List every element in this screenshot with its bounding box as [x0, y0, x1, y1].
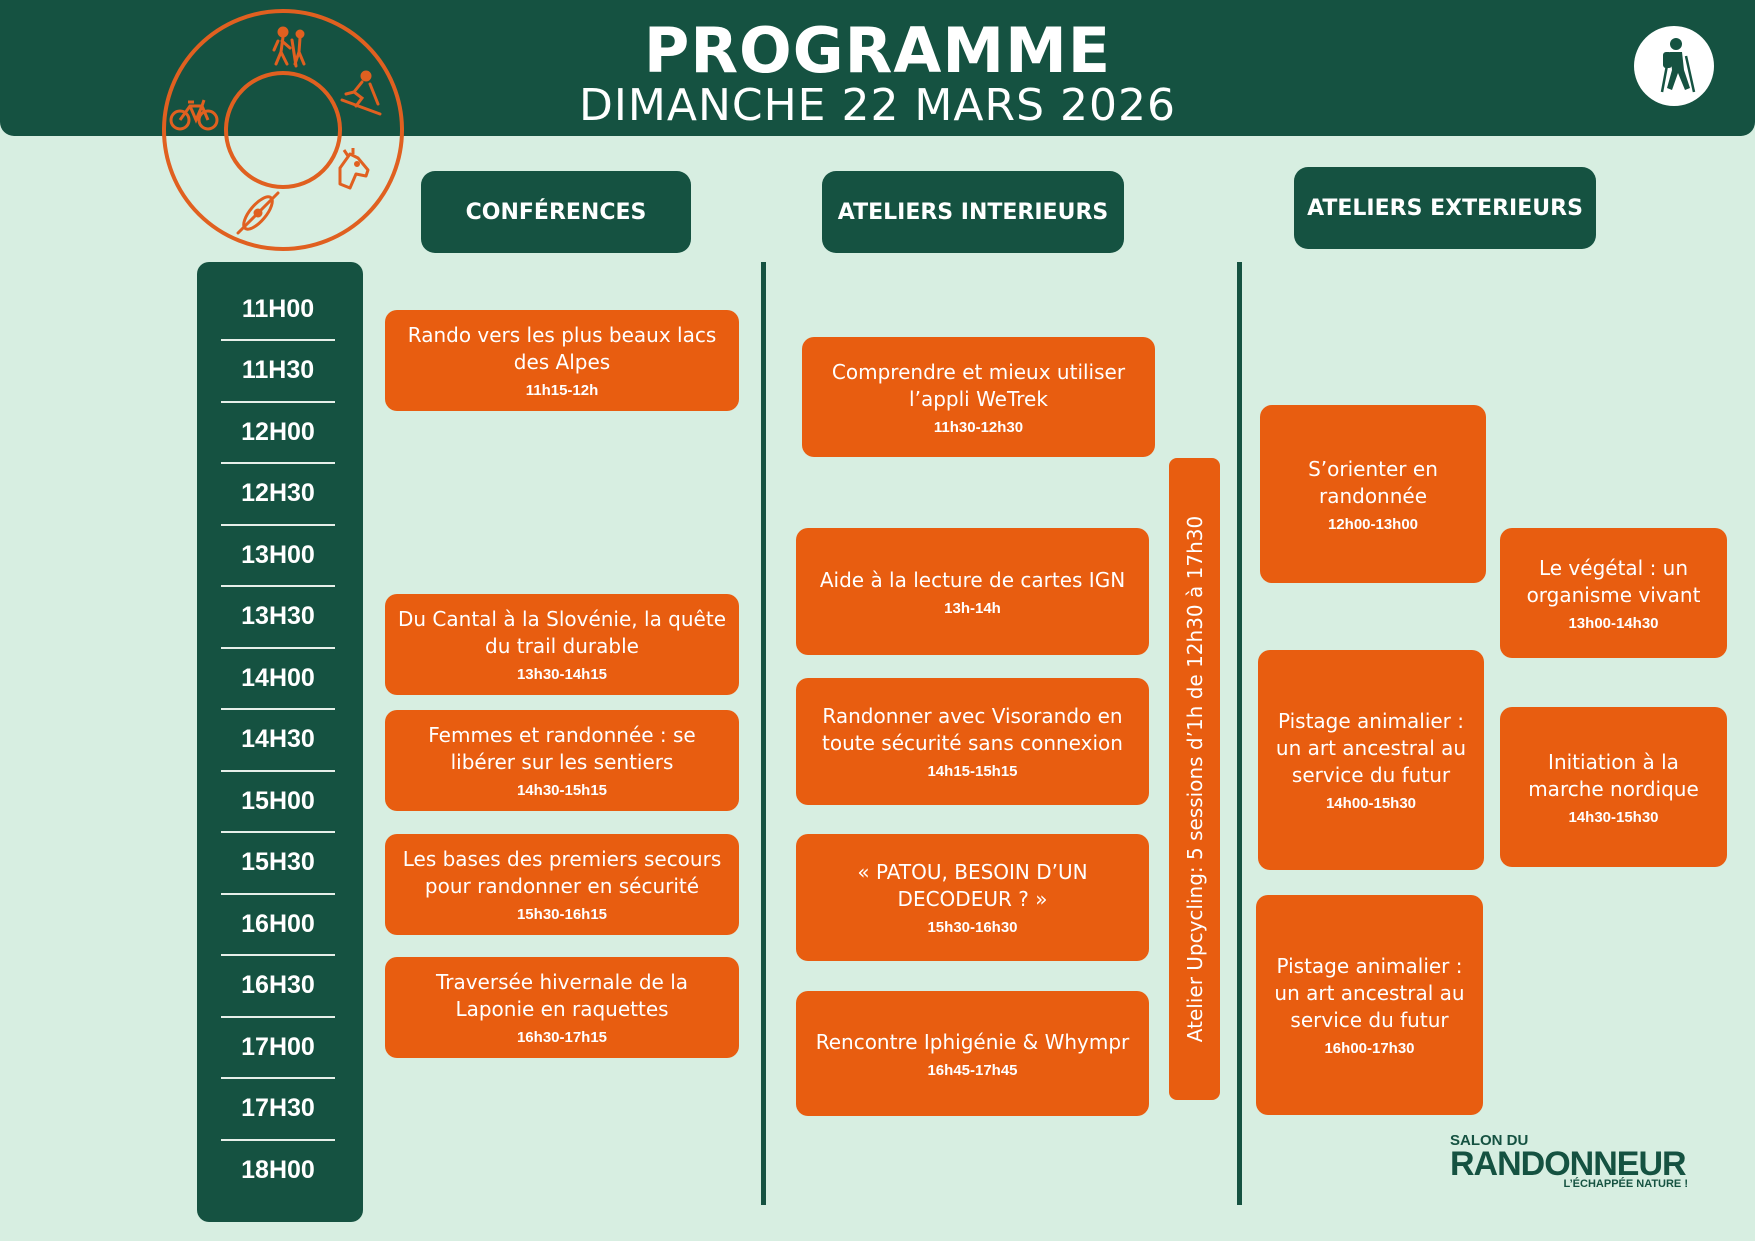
event-title: Aide à la lecture de cartes IGN [819, 567, 1126, 592]
skier-icon [340, 70, 382, 116]
event-title: Le végétal : un organisme vivant [1526, 555, 1701, 607]
event-time: 16h00-17h30 [1324, 1040, 1415, 1057]
time-slot: 15H00 [241, 787, 315, 815]
time-slot: 16H00 [241, 910, 315, 938]
time-separator [221, 708, 335, 710]
time-separator [221, 585, 335, 587]
page-subtitle: DIMANCHE 22 MARS 2026 [579, 80, 1176, 131]
event-title: Rando vers les plus beaux lacs des Alpes [407, 323, 717, 374]
event-title: Comprendre et mieux utiliser l’appli WeT… [831, 359, 1126, 411]
time-slot: 16H30 [241, 971, 315, 999]
event-title: Du Cantal à la Slovénie, la quête du tra… [398, 607, 726, 658]
event-time: 15h30-16h30 [927, 919, 1018, 936]
event-time: 12h00-13h00 [1327, 515, 1419, 533]
interior-workshops-header: ATELIERS INTERIEURS [822, 171, 1124, 253]
event-title: Les bases des premiers secours pour rand… [402, 847, 722, 898]
time-separator [221, 831, 335, 833]
event-time: 13h00-14h30 [1568, 614, 1659, 632]
time-slot: 17H30 [241, 1094, 315, 1122]
salon-randonneur-logo: SALON DU RANDONNEUR L’ÉCHAPPÉE NATURE ! [1450, 1132, 1690, 1194]
event-time: 14h30-15h30 [1568, 808, 1659, 826]
event-time: 16h30-17h15 [516, 1029, 608, 1046]
time-slot: 11H30 [241, 356, 315, 384]
event-time: 13h30-14h15 [516, 666, 608, 683]
interior-workshop-card[interactable]: Rencontre Iphigénie & Whympr 16h45-17h45 [796, 991, 1149, 1116]
event-time: 14h00-15h30 [1325, 795, 1417, 812]
logo-top-text: SALON DU [1450, 1132, 1529, 1149]
time-separator [221, 954, 335, 956]
exterior-workshop-card[interactable]: Initiation à la marche nordique 14h30-15… [1500, 707, 1727, 867]
column-divider [761, 262, 766, 1205]
event-title: S’orienter en randonnée [1308, 456, 1438, 508]
exterior-workshop-card[interactable]: Pistage animalier : un art ancestral au … [1258, 650, 1484, 870]
upcycling-workshop-bar[interactable]: Atelier Upcycling: 5 sessions d’1h de 12… [1169, 458, 1220, 1100]
event-title: Pistage animalier : un art ancestral au … [1274, 954, 1465, 1032]
header-banner: PROGRAMME DIMANCHE 22 MARS 2026 [0, 0, 1755, 136]
event-time: 11h30-12h30 [933, 418, 1024, 436]
time-slot: 13H30 [241, 602, 315, 630]
time-slot: 17H00 [241, 1033, 315, 1061]
time-slot: 14H30 [241, 725, 315, 753]
event-title: Randonner avec Visorando en toute sécuri… [822, 704, 1123, 755]
time-slot: 13H00 [241, 541, 315, 569]
time-slot: 18H00 [241, 1156, 315, 1184]
page-title: PROGRAMME [643, 14, 1112, 87]
time-slot: 12H00 [241, 418, 315, 446]
event-time: 14h15-15h15 [927, 763, 1018, 780]
bicycle-icon [169, 99, 219, 131]
conference-card[interactable]: Traversée hivernale de la Laponie en raq… [385, 957, 739, 1058]
time-separator [221, 339, 335, 341]
event-time: 15h30-16h15 [516, 906, 608, 923]
time-slot: 12H30 [241, 479, 315, 507]
time-separator [221, 1139, 335, 1141]
conference-card[interactable]: Les bases des premiers secours pour rand… [385, 834, 739, 935]
event-time: 16h45-17h45 [927, 1061, 1018, 1079]
event-title: Rencontre Iphigénie & Whympr [815, 1029, 1130, 1054]
interior-workshop-card[interactable]: Aide à la lecture de cartes IGN 13h-14h [796, 528, 1149, 655]
time-separator [221, 893, 335, 895]
time-separator [221, 770, 335, 772]
time-slot: 14H00 [241, 664, 315, 692]
event-time: 13h-14h [944, 599, 1001, 617]
event-title: « PATOU, BESOIN D’UN DECODEUR ? » [857, 860, 1088, 911]
logo-tagline: L’ÉCHAPPÉE NATURE ! [1563, 1178, 1688, 1190]
exterior-workshop-card[interactable]: S’orienter en randonnée 12h00-13h00 [1260, 405, 1486, 583]
conference-card[interactable]: Rando vers les plus beaux lacs des Alpes… [385, 310, 739, 411]
time-slot: 15H30 [241, 848, 315, 876]
kayak-icon [236, 191, 280, 235]
exterior-workshop-card[interactable]: Pistage animalier : un art ancestral au … [1256, 895, 1483, 1115]
event-title: Initiation à la marche nordique [1528, 749, 1699, 801]
event-time: 11h15-12h [525, 382, 599, 399]
event-time: 14h30-15h15 [516, 782, 608, 799]
logo-main-text: RANDONNEUR [1450, 1145, 1687, 1183]
column-divider [1237, 262, 1242, 1205]
time-separator [221, 647, 335, 649]
time-separator [221, 1016, 335, 1018]
conferences-header: CONFÉRENCES [421, 171, 691, 253]
interior-workshop-card[interactable]: Comprendre et mieux utiliser l’appli WeT… [802, 337, 1155, 457]
interior-workshop-card[interactable]: « PATOU, BESOIN D’UN DECODEUR ? » 15h30-… [796, 834, 1149, 961]
exterior-workshops-header: ATELIERS EXTERIEURS [1294, 167, 1596, 249]
interior-workshop-card[interactable]: Randonner avec Visorando en toute sécuri… [796, 678, 1149, 805]
hiker-icon [272, 26, 306, 68]
horse-icon [338, 148, 370, 190]
event-title: Traversée hivernale de la Laponie en raq… [435, 970, 689, 1021]
time-separator [221, 1077, 335, 1079]
conference-card[interactable]: Femmes et randonnée : se libérer sur les… [385, 710, 739, 811]
exterior-workshop-card[interactable]: Le végétal : un organisme vivant 13h00-1… [1500, 528, 1727, 658]
upcycling-workshop-label: Atelier Upcycling: 5 sessions d’1h de 12… [1182, 515, 1207, 1043]
time-separator [221, 401, 335, 403]
event-title: Femmes et randonnée : se libérer sur les… [428, 723, 696, 774]
event-title: Pistage animalier : un art ancestral au … [1275, 709, 1467, 787]
activity-emblem [162, 9, 404, 251]
hiker-badge-icon [1634, 26, 1714, 106]
conference-card[interactable]: Du Cantal à la Slovénie, la quête du tra… [385, 594, 739, 695]
time-slot: 11H00 [241, 295, 315, 323]
time-separator [221, 462, 335, 464]
time-separator [221, 524, 335, 526]
timeline: 11H00 11H30 12H00 12H30 13H00 13H30 14H0… [197, 262, 363, 1222]
